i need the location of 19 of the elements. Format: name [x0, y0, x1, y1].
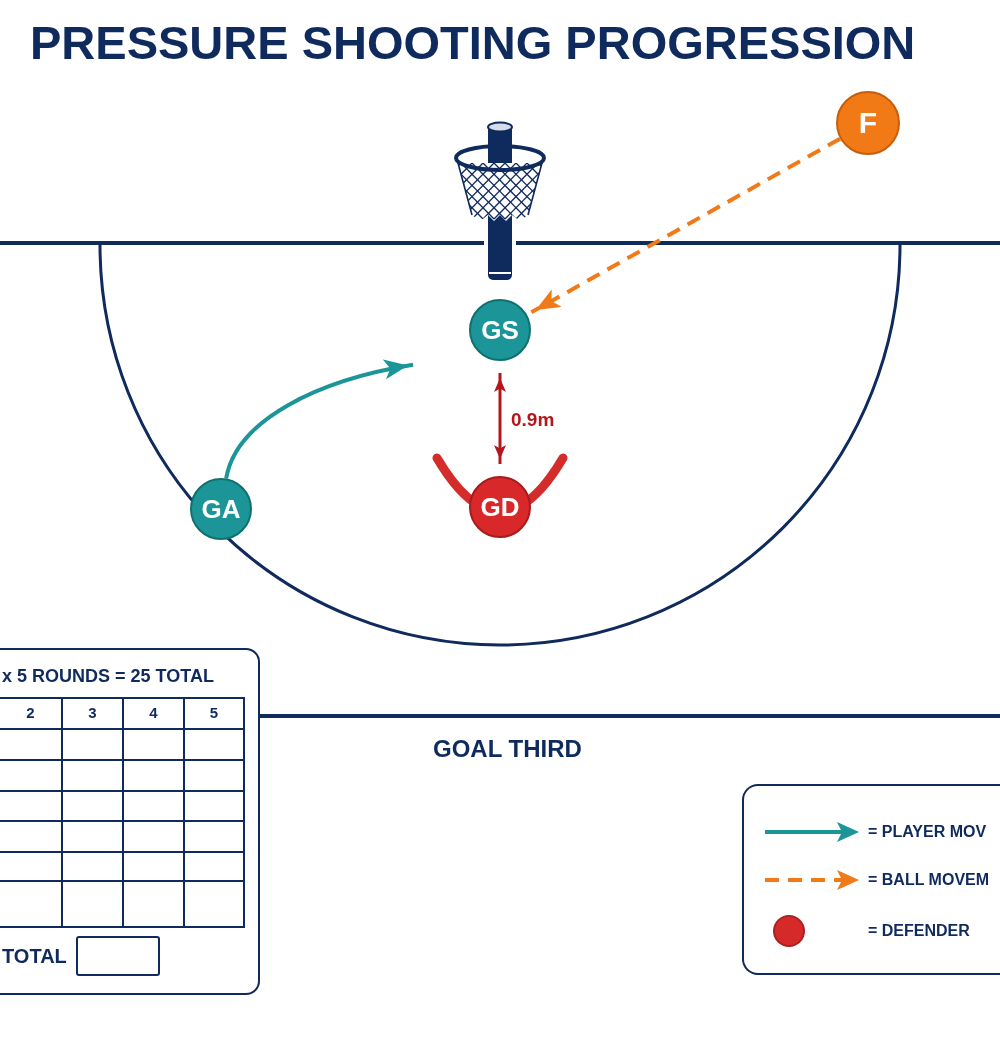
round-header: 4 — [124, 699, 185, 730]
zone-label: GOAL THIRD — [433, 735, 582, 763]
legend-text: = DEFENDER — [868, 921, 970, 941]
player-marker: GD — [469, 476, 531, 538]
player-marker: F — [836, 91, 900, 155]
round-header: 2 — [0, 699, 63, 730]
round-header: 3 — [63, 699, 124, 730]
scorecard-panel — [0, 648, 260, 995]
curved-arrow — [224, 360, 414, 479]
round-header: 5 — [185, 699, 245, 730]
total-label: TOTAL — [2, 944, 67, 968]
player-marker: GS — [469, 299, 531, 361]
scorecard-heading: x 5 ROUNDS = 25 TOTAL — [2, 665, 214, 688]
legend-text: = PLAYER MOV — [868, 822, 987, 842]
dashed-arrow — [530, 136, 842, 315]
double-arrow — [494, 373, 506, 464]
player-marker: GA — [190, 478, 252, 540]
title: PRESSURE SHOOTING PROGRESSION — [30, 19, 916, 66]
legend-text: = BALL MOVEM — [868, 870, 990, 890]
